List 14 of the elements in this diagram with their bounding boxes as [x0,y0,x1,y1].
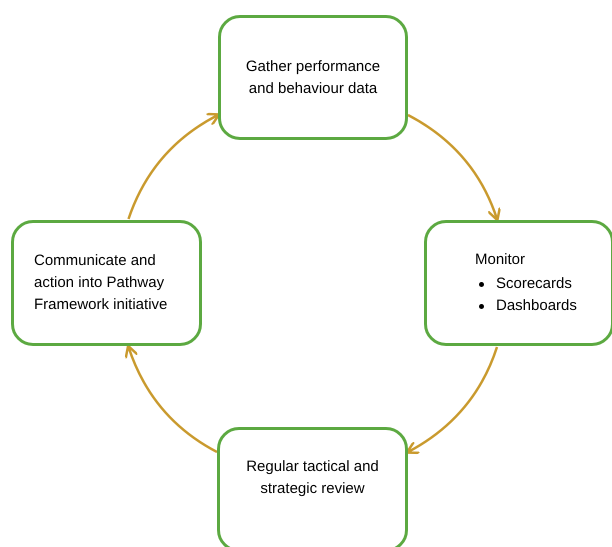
process-box [424,220,612,346]
curved-arrow [407,114,501,222]
box-text: Communicate and action into Pathway Framework initiative [34,251,168,315]
process-box [218,15,408,140]
box-text: Gather performance and behaviour data [244,56,382,98]
bullet-item: Dashboards [496,296,577,316]
process-box [217,427,408,547]
curved-arrow [127,113,220,220]
box-text: Regular tactical and strategic review [245,456,380,498]
bullet-item: Scorecards [496,274,572,294]
box-heading: Monitor [475,250,526,270]
curved-arrow [124,344,218,454]
process-box [11,220,202,346]
curved-arrow [406,346,498,454]
